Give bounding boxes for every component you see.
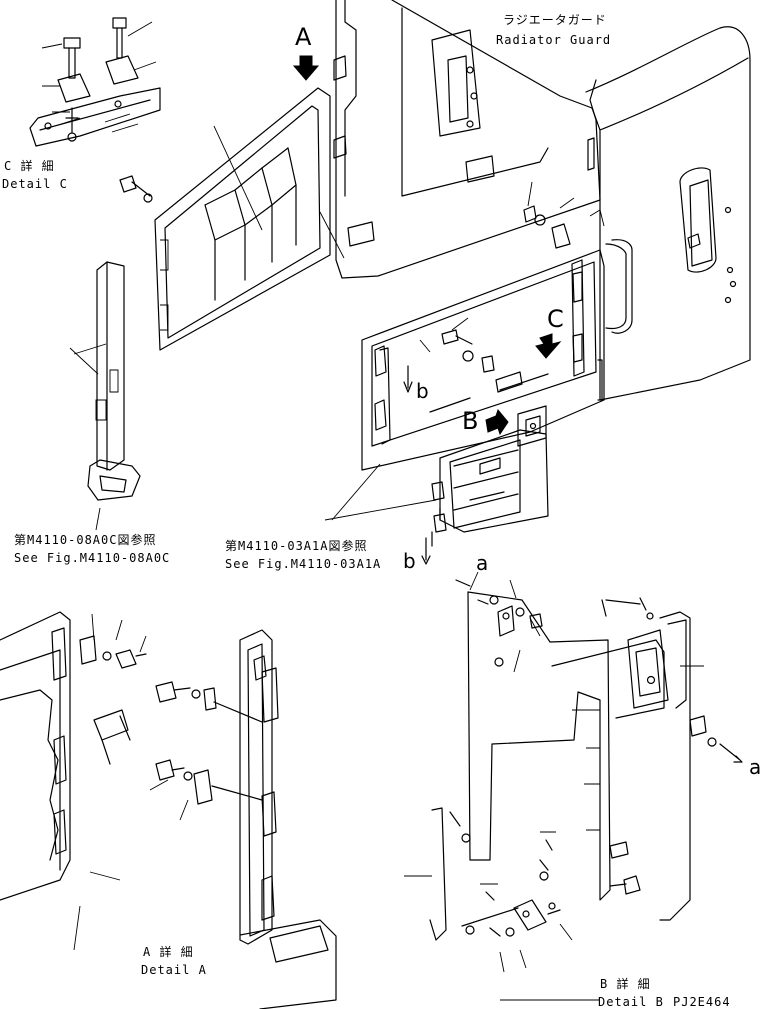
letter-a-right: a [749,755,762,779]
detail-c-title-jp: C 詳 細 [4,159,55,173]
reference-08a0c-jp: 第M4110-08A0C図参照 [14,533,157,547]
detail-b-drawing [404,571,743,1001]
letter-b-left: b [403,549,416,573]
view-b-marker: B [462,407,479,435]
detail-a-title-en: Detail A [141,963,207,977]
detail-c-drawing [29,17,161,147]
detail-b-title-jp: B 詳 細 [600,977,651,991]
support-post [69,175,153,531]
reference-03a1a-en: See Fig.M4110-03A1A [225,557,382,571]
letter-b-panel: b [416,379,429,403]
detail-c-title-en: Detail C [2,177,68,191]
reference-03a1a-jp: 第M4110-03A1A図参照 [225,539,368,553]
side-panel [361,181,605,471]
latch-cover [324,405,549,565]
detail-b-title-en: Detail B [598,995,664,1009]
detail-a-title-jp: A 詳 細 [143,945,194,959]
part-code: PJ2E464 [673,995,731,1009]
radiator-screen [154,55,345,351]
radiator-guard-frame [333,0,751,401]
letter-a-top: a [476,551,489,575]
view-c-marker: C [547,305,564,333]
reference-08a0c-en: See Fig.M4110-08A0C [14,551,171,565]
view-a-marker: A [295,23,312,51]
detail-a-drawing [0,611,337,1009]
radiator-guard-label-en: Radiator Guard [496,33,612,47]
radiator-guard-label-jp: ラジエータガード [503,13,607,27]
